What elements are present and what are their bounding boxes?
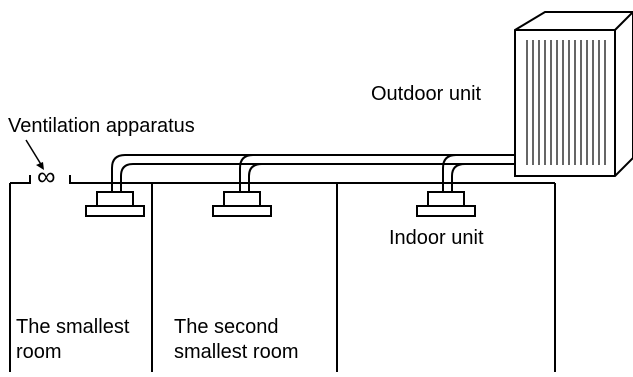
refrigerant-pipe — [111, 154, 515, 192]
indoor-unit-1 — [85, 191, 145, 217]
outdoor-unit-label: Outdoor unit — [371, 83, 482, 105]
building-outline — [9, 182, 556, 372]
room1-label-line2: room — [16, 341, 62, 363]
room2-label-line1: The second — [174, 316, 279, 338]
outdoor-unit-fins — [526, 40, 606, 165]
indoor-unit-3 — [416, 191, 476, 217]
indoor-unit-label: Indoor unit — [389, 227, 484, 249]
room1-label-line1: The smallest — [16, 316, 130, 338]
ventilation-apparatus: ∞ — [29, 161, 71, 191]
indoor-unit-2 — [212, 191, 272, 217]
outdoor-unit — [514, 11, 633, 177]
room2-label-line2: smallest room — [174, 341, 298, 363]
ventilation-apparatus-label: Ventilation apparatus — [8, 115, 195, 137]
ventilation-pointer — [25, 139, 43, 167]
ventilation-pointer-arrowhead — [36, 162, 44, 170]
